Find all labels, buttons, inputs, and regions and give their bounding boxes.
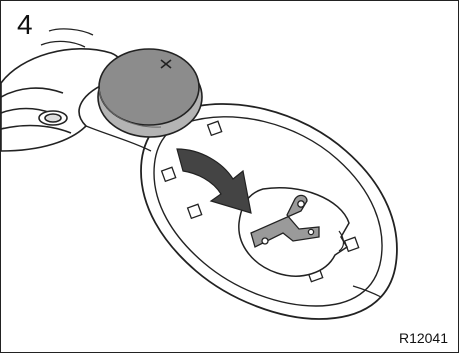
coin-cell-battery-icon xyxy=(98,49,202,137)
step-number: 4 xyxy=(17,11,33,39)
figure-code: R12041 xyxy=(399,330,448,346)
